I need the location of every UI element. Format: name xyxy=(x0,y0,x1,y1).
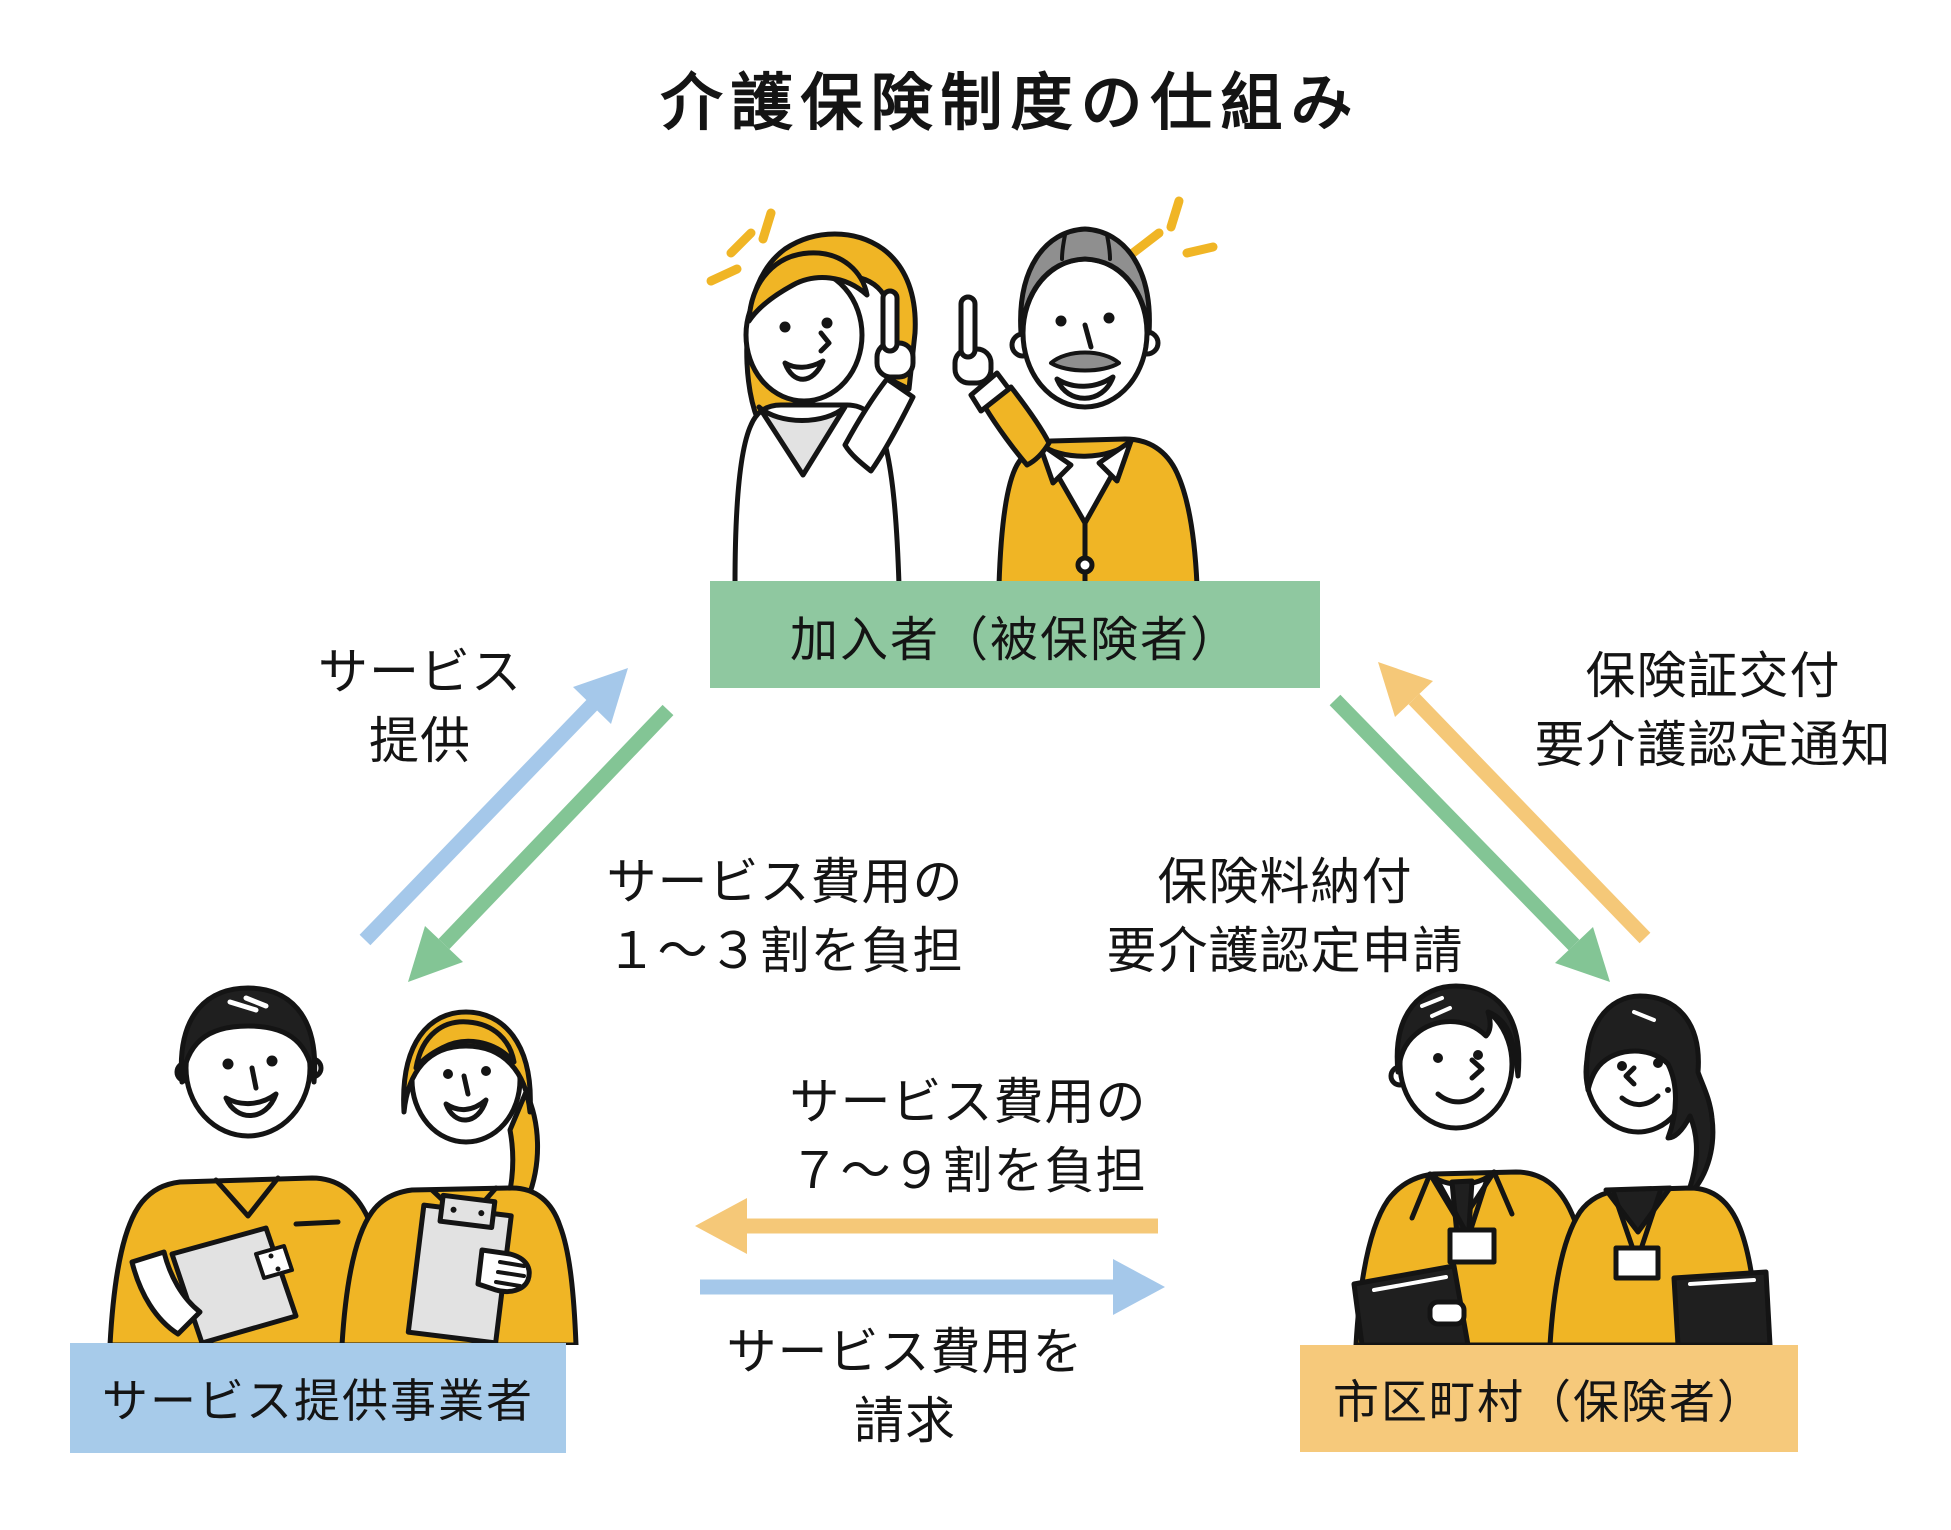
insured-illustration xyxy=(706,196,1218,585)
node-municipality: 市区町村（保険者） xyxy=(1300,1345,1798,1452)
node-provider: サービス提供事業者 xyxy=(70,1343,566,1453)
municipality-woman xyxy=(1547,993,1773,1345)
provider-illustration xyxy=(107,985,579,1345)
municipality-man xyxy=(1351,983,1595,1345)
municipality-illustration xyxy=(1351,983,1773,1345)
label-service-provision: サービス 提供 xyxy=(318,644,522,769)
insured-man xyxy=(952,226,1200,585)
arrow-card-issuance xyxy=(1378,662,1651,944)
provider-woman xyxy=(339,1009,579,1345)
arrow-benefit-payment xyxy=(695,1198,1158,1254)
label-copay: サービス費用の １～３割を負担 xyxy=(606,854,964,979)
label-card-issuance: 保険証交付 要介護認定通知 xyxy=(1534,648,1892,773)
node-insured: 加入者（被保険者） xyxy=(710,581,1320,688)
insured-woman xyxy=(732,231,918,585)
provider-man xyxy=(107,985,391,1345)
arrow-service-provision xyxy=(359,668,628,946)
arrow-premium-application xyxy=(1329,694,1610,982)
page-title: 介護保険制度の仕組み xyxy=(660,69,1361,138)
label-billing: サービス費用を 請求 xyxy=(726,1324,1084,1449)
arrow-billing xyxy=(700,1259,1165,1315)
label-premium-application: 保険料納付 要介護認定申請 xyxy=(1106,854,1464,979)
sparkle-icon xyxy=(706,196,1218,286)
arrow-copay xyxy=(408,704,674,982)
label-benefit-payment: サービス費用の ７～９割を負担 xyxy=(789,1074,1147,1199)
